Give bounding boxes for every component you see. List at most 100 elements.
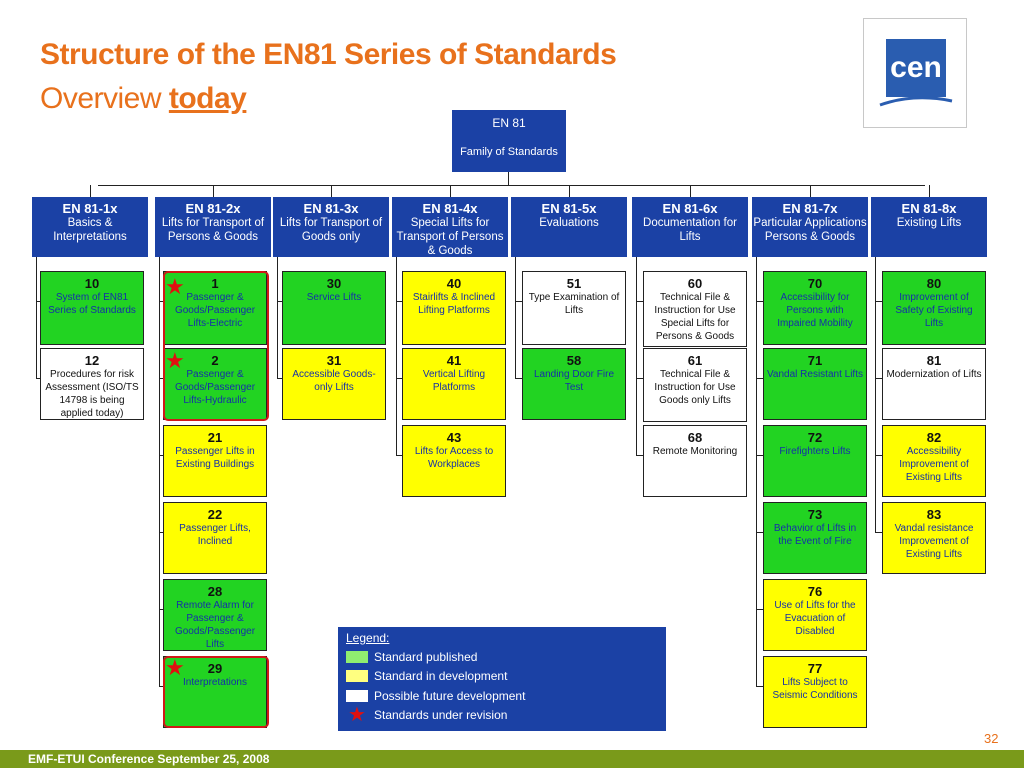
header-connector [450,185,451,197]
standard-number: 68 [687,430,703,445]
header-connector [213,185,214,197]
standard-number: 21 [207,430,223,445]
standard-title: Type Examination of Lifts [528,292,620,316]
tree-branch-line [636,301,643,302]
standard-title: Passenger & Goods/Passenger Lifts-Hydrau… [174,369,256,406]
tree-trunk-line [636,257,637,455]
tree-branch-line [756,378,763,379]
standard-title: Technical File & Instruction for Use Spe… [654,292,736,342]
revision-star-icon: ★ [165,348,185,373]
standard-number: 43 [446,430,462,445]
legend-item-published: Standard published [346,649,477,665]
standard-title: Use of Lifts for the Evacuation of Disab… [774,600,856,637]
tree-trunk-line [756,257,757,686]
standard-title: Vandal Resistant Lifts [767,369,863,380]
tree-branch-line [756,532,763,533]
revision-star-icon: ★ [165,655,185,680]
tree-branch-line [277,378,282,379]
standard-title: Passenger Lifts, Inclined [179,523,251,547]
standard-number: 80 [926,276,942,291]
standard-number: 12 [84,353,100,368]
column-code: EN 81-1x [62,201,118,216]
column-name: Evaluations [539,217,599,229]
standard-title: System of EN81 Series of Standards [48,292,136,316]
root-connector [508,172,509,185]
revision-star-icon: ★ [165,274,185,299]
header-connector [90,185,91,197]
standard-title: Technical File & Instruction for Use Goo… [654,369,736,406]
page-subtitle: Overview today [40,82,247,116]
page-title: Structure of the EN81 Series of Standard… [40,38,617,71]
column-name: Existing Lifts [896,217,962,229]
page-number: 32 [984,731,999,746]
column-name: Documentation for Lifts [643,217,737,243]
column-name: Lifts for Transport of Persons & Goods [161,217,265,243]
legend: Legend: Standard published Standard in d… [338,627,666,731]
tree-branch-line [159,686,163,687]
standard-number: 1 [211,276,219,291]
tree-branch-line [396,455,402,456]
standard-title: Firefighters Lifts [779,446,851,457]
tree-branch-line [159,378,163,379]
cen-logo-icon: cen [879,39,953,107]
column-code: EN 81-5x [541,201,597,216]
tree-trunk-line [159,257,160,686]
legend-item-future: Possible future development [346,688,525,704]
tree-branch-line [396,378,402,379]
tree-branch-line [636,455,643,456]
standard-number: 71 [807,353,823,368]
column-code: EN 81-3x [303,201,359,216]
standard-title: Modernization of Lifts [886,369,982,380]
standard-number: 60 [687,276,703,291]
standard-number: 29 [207,661,223,676]
revision-frame-29 [163,656,269,728]
standard-number: 10 [84,276,100,291]
column-name: Lifts for Transport of Goods only [279,217,383,243]
standard-title: Accessibility Improvement of Existing Li… [899,446,969,483]
column-name: Special Lifts for Transport of Persons &… [396,217,504,257]
legend-label: Standard published [374,650,478,664]
tree-trunk-line [515,257,516,378]
standard-number: 61 [687,353,703,368]
footer-text: EMF-ETUI Conference September 25, 2008 [28,752,270,766]
tree-trunk-line [36,257,37,378]
header-connector [331,185,332,197]
root-name: Family of Standards [460,146,558,158]
footer-bar: EMF-ETUI Conference September 25, 2008 [0,750,1024,768]
revision-frame-1-2 [163,271,269,421]
tree-branch-line [756,686,763,687]
column-name: Basics & Interpretations [53,217,127,243]
standard-number: 77 [807,661,823,676]
standard-number: 28 [207,584,223,599]
standard-number: 83 [926,507,942,522]
standard-title: Accessibility for Persons with Impaired … [777,292,853,329]
tree-branch-line [636,378,643,379]
legend-swatch-yellow [346,670,368,682]
subtitle-plain: Overview [40,82,169,115]
root-code: EN 81 [492,116,526,130]
standard-number: 72 [807,430,823,445]
standard-number: 51 [566,276,582,291]
column-name: Particular Applications Persons & Goods [753,217,867,243]
column-code: EN 81-7x [782,201,838,216]
tree-branch-line [756,301,763,302]
standard-number: 22 [207,507,223,522]
standard-number: 30 [326,276,342,291]
standard-title: Lifts Subject to Seismic Conditions [772,677,858,701]
svg-text:cen: cen [890,51,942,84]
standard-number: 82 [926,430,942,445]
standard-number: 58 [566,353,582,368]
